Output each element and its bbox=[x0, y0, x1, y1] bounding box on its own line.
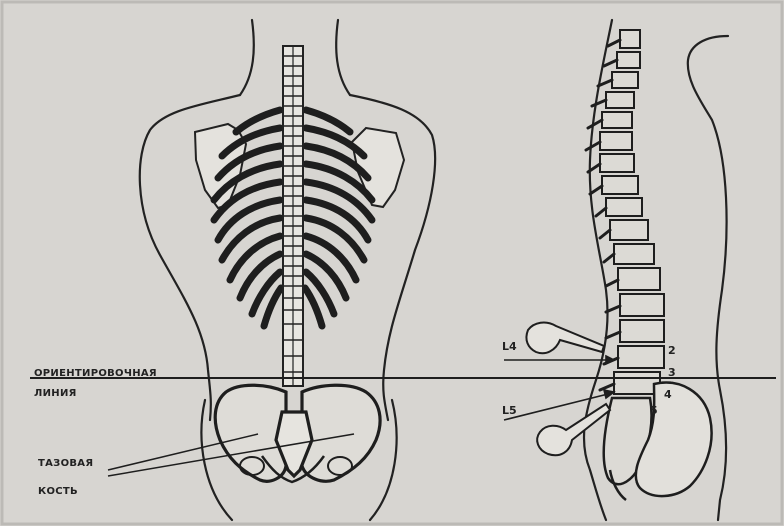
spine-back bbox=[283, 46, 303, 386]
neck-right bbox=[336, 20, 350, 95]
marker-4: 4 bbox=[664, 388, 672, 401]
neck-left bbox=[240, 20, 254, 95]
marker-5: 5 bbox=[650, 404, 658, 417]
pelvis-label-1: ТАЗОВАЯ bbox=[38, 458, 93, 469]
ilium-left bbox=[215, 385, 286, 481]
orientation-line-label-2: ЛИНИЯ bbox=[34, 388, 77, 399]
pelvis-side bbox=[604, 383, 712, 500]
pointing-hands bbox=[526, 323, 610, 456]
spine-side bbox=[600, 30, 664, 394]
marker-2: 2 bbox=[668, 344, 676, 357]
orientation-line-label-1: ОРИЕНТИРОВОЧНАЯ bbox=[34, 368, 157, 379]
marker-l5: L5 bbox=[502, 404, 517, 417]
marker-l4: L4 bbox=[502, 340, 517, 353]
pelvis-back bbox=[215, 385, 380, 482]
pelvis-label-2: КОСТЬ bbox=[38, 486, 78, 497]
upper-hand bbox=[526, 323, 604, 354]
marker-3: 3 bbox=[668, 366, 676, 379]
lower-hand bbox=[537, 404, 610, 455]
